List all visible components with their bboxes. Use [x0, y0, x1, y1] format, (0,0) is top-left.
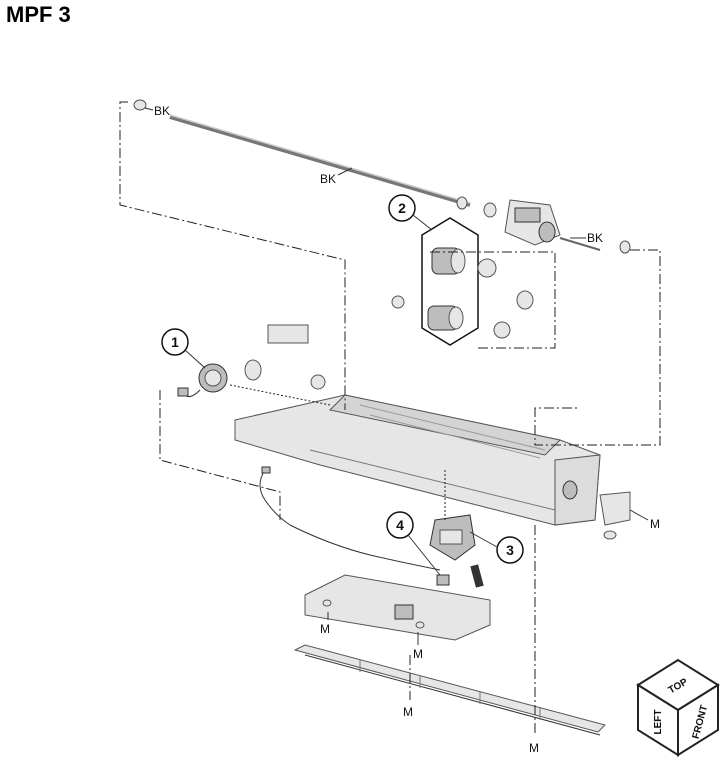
- callout-1: 1: [161, 328, 206, 369]
- label-m-bottom: M: [529, 741, 539, 755]
- label-m-board: M: [320, 622, 330, 636]
- pick-roller: [431, 247, 466, 275]
- sensor-board: [304, 574, 491, 641]
- reference-lines: [119, 101, 661, 735]
- page-title: MPF 3: [6, 2, 71, 27]
- paper-sensor-flag: [429, 514, 484, 588]
- pick-arm-assembly: [483, 199, 631, 254]
- mpf-frame: [234, 394, 631, 540]
- cube-left-label: LEFT: [653, 710, 664, 735]
- feed-roller: [427, 305, 464, 331]
- callout-3: 3: [469, 531, 524, 564]
- label-bk-top: BK: [154, 104, 170, 118]
- callout-4-label: 4: [396, 517, 404, 533]
- roller-kit-group: [391, 217, 534, 346]
- mpf-motor: [177, 324, 326, 398]
- callout-4: 4: [386, 511, 441, 576]
- label-bk-right: BK: [587, 231, 603, 245]
- callout-1-label: 1: [171, 334, 179, 350]
- label-bk-middle: BK: [320, 172, 336, 186]
- callout-2: 2: [388, 194, 433, 231]
- orientation-cube: TOP LEFT FRONT: [636, 658, 720, 757]
- label-m-right: M: [650, 517, 660, 531]
- callout-3-label: 3: [506, 542, 514, 558]
- bottom-guide-rail: [293, 644, 606, 736]
- label-m-sensor: M: [413, 647, 423, 661]
- label-m-guide: M: [403, 705, 413, 719]
- callout-2-label: 2: [398, 200, 406, 216]
- cable-harness: [259, 466, 441, 571]
- drive-shaft: [133, 99, 471, 210]
